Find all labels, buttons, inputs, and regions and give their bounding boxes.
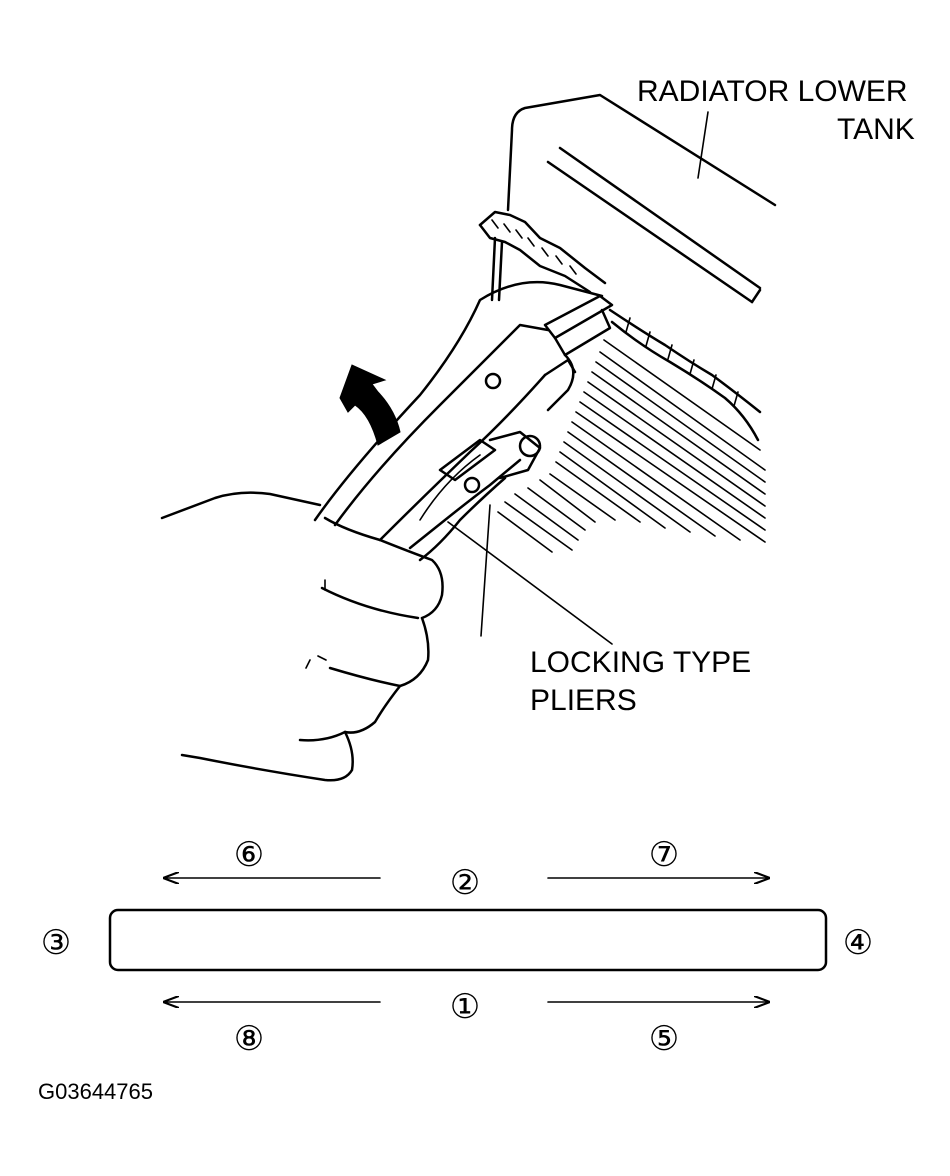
step-1-marker: ① <box>450 987 480 1027</box>
step-5-marker: ⑤ <box>649 1019 679 1059</box>
pliers-label-line1: LOCKING TYPE <box>530 646 751 679</box>
step-3-marker: ③ <box>41 923 71 963</box>
step-2-marker: ② <box>450 863 480 903</box>
step-6-marker: ⑥ <box>234 835 264 875</box>
step-7-marker: ⑦ <box>649 835 679 875</box>
radiator-leader-line <box>697 111 709 179</box>
pliers-leader-line-2 <box>480 504 491 637</box>
tank-edge-bar <box>108 908 828 972</box>
radiator-label-line2: TANK <box>837 113 915 146</box>
radiator-core-fins <box>497 339 766 553</box>
step-8-marker: ⑧ <box>234 1019 264 1059</box>
locking-pliers <box>313 280 614 562</box>
step-4-marker: ④ <box>843 923 873 963</box>
radiator-lower-tank <box>478 93 777 442</box>
pliers-label-line2: PLIERS <box>530 684 637 717</box>
radiator-label-line1: RADIATOR LOWER <box>637 75 908 108</box>
sequence-diagram: ⑥ ⑦ ② ③ ④ ① ⑧ ⑤ <box>41 835 873 1059</box>
pliers-leader-line-1 <box>447 521 613 645</box>
hand <box>160 491 444 782</box>
figure-id: G03644765 <box>38 1079 153 1104</box>
pry-direction-arrow <box>339 364 401 446</box>
